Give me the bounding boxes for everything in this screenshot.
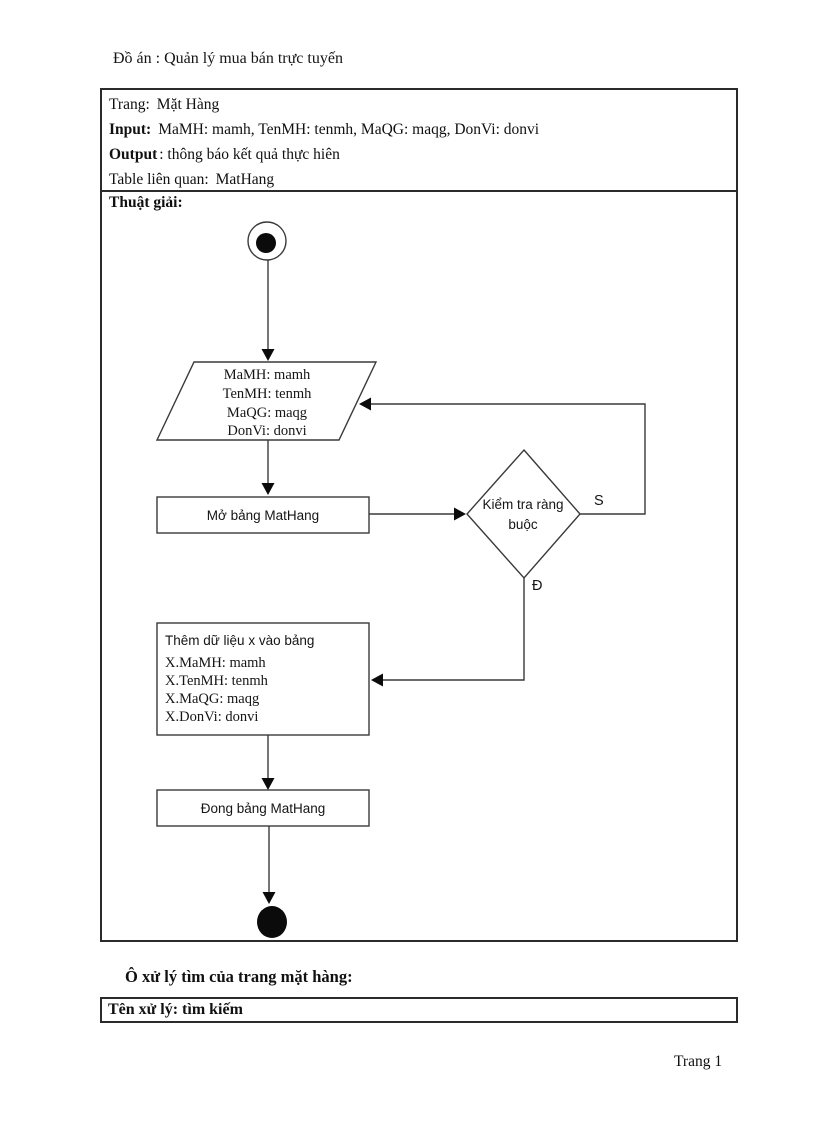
decision-diamond — [466, 448, 581, 580]
process-name-box: Tên xử lý: tìm kiếm — [100, 997, 738, 1023]
spec-row-table-value: MatHang — [215, 171, 275, 188]
spec-row-output-label: Output — [109, 146, 158, 163]
flow-line-loop-back — [371, 403, 646, 515]
process-close-table — [156, 789, 370, 827]
input-node-line2: TenMH: tenmh — [223, 386, 313, 402]
process-close-table-label: Đong bảng MatHang — [201, 801, 326, 816]
spec-row-input-value: MaMH: mamh, TenMH: tenmh, MaQG: maqg, Do… — [158, 121, 540, 138]
flow-line-decision-to-insert — [383, 578, 525, 681]
arrowhead-left-icon — [371, 673, 383, 687]
insert-node-title: Thêm dữ liệu x vào bảng — [165, 633, 314, 648]
spec-row-trang-label: Trang: — [109, 96, 150, 113]
page-number: Trang 1 — [674, 1053, 723, 1070]
decision-label-line1: Kiểm tra ràng — [482, 497, 563, 512]
input-node-line3: MaQG: maqg — [227, 405, 307, 421]
insert-node-line1: X.MaMH: mamh — [165, 655, 266, 671]
spec-row-table-label: Table liên quan: — [109, 171, 209, 188]
insert-node-line3: X.MaQG: maqg — [165, 691, 259, 707]
process-open-table-label: Mở bảng MatHang — [207, 508, 319, 523]
spec-table: Trang: Mặt Hàng Input: MaMH: mamh, TenMH: … — [100, 88, 738, 942]
decision-label-line2: buộc — [508, 517, 538, 532]
start-node-icon — [256, 233, 276, 253]
spec-row-output: Output: thông báo kết quả thực hiên — [109, 142, 730, 167]
arrowhead-down-icon — [261, 483, 275, 495]
process-insert-data — [156, 622, 370, 736]
process-name-text: Tên xử lý: tìm kiếm — [108, 1001, 243, 1018]
branch-no-label: S — [594, 493, 604, 509]
flowchart-diagram: MaMH: mamh TenMH: tenmh MaQG: maqg DonVi… — [155, 221, 646, 938]
algorithm-title: Thuật giải: — [109, 194, 183, 211]
algorithm-section: Thuật giải: MaMH: mamh TenMH: tenmh MaQG… — [102, 192, 736, 940]
input-parallelogram — [155, 361, 378, 441]
spec-table-header-rows: Trang: Mặt Hàng Input: MaMH: mamh, TenMH: … — [102, 90, 736, 192]
arrowhead-left-icon — [359, 397, 371, 411]
end-node-icon — [257, 906, 287, 938]
input-node-line4: DonVi: donvi — [227, 423, 306, 439]
arrowhead-down-icon — [261, 349, 275, 361]
arrowhead-down-icon — [261, 778, 275, 790]
spec-row-input: Input: MaMH: mamh, TenMH: tenmh, MaQG: ma… — [109, 117, 730, 142]
input-node-line1: MaMH: mamh — [224, 367, 311, 383]
process-open-table — [156, 496, 370, 534]
spec-row-trang: Trang: Mặt Hàng — [109, 92, 730, 117]
search-section-heading: Ô xử lý tìm của trang mặt hàng: — [125, 967, 353, 986]
spec-row-trang-value: Mặt Hàng — [156, 96, 220, 113]
branch-yes-label: Đ — [532, 578, 542, 594]
arrowhead-down-icon — [262, 892, 276, 904]
spec-row-input-label: Input: — [109, 121, 152, 138]
spec-row-table: Table liên quan: MatHang — [109, 167, 730, 192]
arrowhead-right-icon — [454, 507, 466, 521]
insert-node-line2: X.TenMH: tenmh — [165, 673, 269, 689]
spec-row-output-value: : thông báo kết quả thực hiên — [159, 146, 340, 163]
document-title: Đồ án : Quản lý mua bán trực tuyến — [113, 50, 343, 67]
insert-node-line4: X.DonVi: donvi — [165, 709, 258, 725]
